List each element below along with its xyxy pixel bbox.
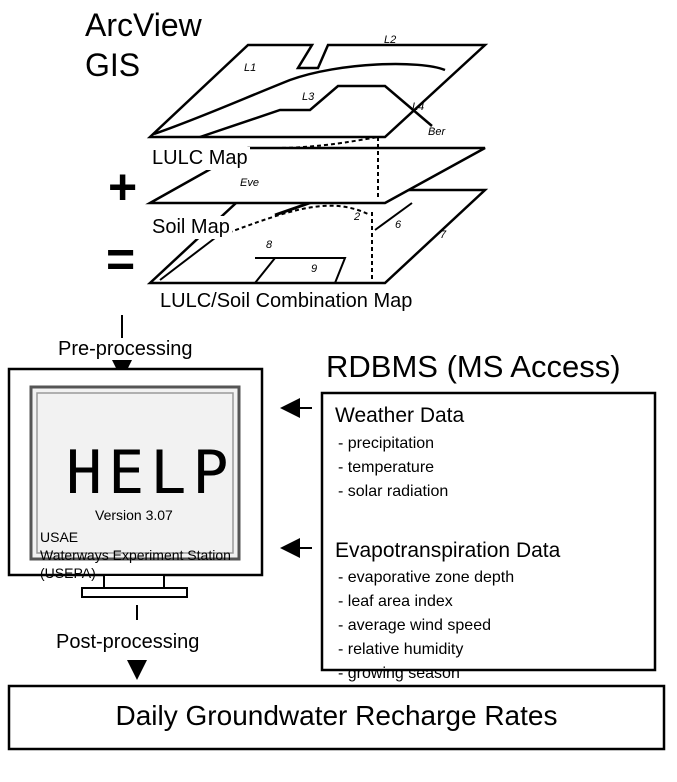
help-monitor [7,367,264,598]
help-org-line3: (USEPA) [40,565,96,581]
zone-label: L3 [302,91,315,103]
rdbms-title: RDBMS (MS Access) [326,349,621,384]
gis-title-line1: ArcView [85,7,202,43]
et-heading: Evapotranspiration Data [335,539,561,562]
zone-label: 2 [354,211,361,223]
lulc-map-label: LULC Map [150,147,250,170]
help-version: Version 3.07 [95,507,173,523]
result-label: Daily Groundwater Recharge Rates [115,700,558,731]
et-item: - evaporative zone depth [338,569,515,586]
et-item: - relative humidity [338,641,464,658]
pre-processing-label: Pre-processing [58,338,193,360]
zone-label: 8 [266,239,273,251]
zone-label: 7 [440,229,447,241]
zone-label: L1 [244,62,257,74]
weather-heading: Weather Data [335,404,465,427]
help-org-line1: USAE [40,529,79,545]
zone-label: Eve [240,177,259,189]
rdbms-box [320,391,657,672]
help-org-line2: Waterways Experiment Station [40,547,231,563]
weather-item: - temperature [338,459,435,476]
combo-map-label: LULC/Soil Combination Map [160,290,413,312]
weather-item: - solar radiation [338,483,449,500]
et-item: - leaf area index [338,593,453,610]
help-logo: HELP [66,438,235,508]
weather-item: - precipitation [338,435,435,452]
equals-operator: = [106,231,136,287]
zone-label: L2 [384,34,397,46]
lulc-map-layer [146,43,489,200]
zone-label: Ber [428,126,446,138]
plus-operator: + [108,159,138,215]
soil-map-label: Soil Map [150,216,232,239]
result-box [7,684,666,751]
zone-label: L4 [412,101,425,113]
zone-label: 6 [395,219,402,231]
combo-map-layer [146,188,489,285]
et-item: - average wind speed [338,617,491,634]
et-item: - growing season [338,665,460,682]
zone-label: 9 [311,263,318,275]
post-processing-label: Post-processing [56,631,200,653]
gis-title-line2: GIS [85,47,141,83]
